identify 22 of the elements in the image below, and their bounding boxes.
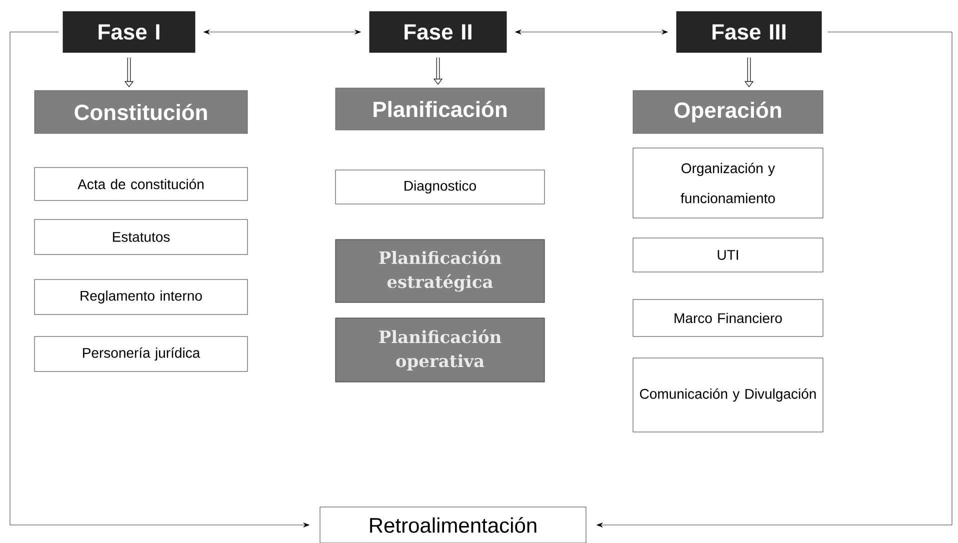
section-box: Planificación: [335, 88, 545, 130]
arrow: [10, 32, 310, 528]
item-box: Diagnostico: [335, 170, 545, 204]
arrow: [596, 32, 952, 528]
phase-box: Fase I: [62, 11, 196, 53]
feedback-box: Retroalimentación: [320, 506, 586, 543]
item-box: Acta de constitución: [34, 167, 248, 201]
item-box: Marco Financiero: [632, 299, 824, 337]
section-box: Planificación operativa: [335, 318, 545, 382]
item-box: Reglamento interno: [34, 279, 248, 315]
section-box: Planificación estratégica: [335, 239, 545, 303]
arrow: [204, 30, 361, 34]
phase-box: Fase II: [369, 11, 507, 53]
item-box: Comunicación y Divulgación: [632, 358, 824, 432]
item-box: Organización y funcionamiento: [632, 148, 824, 218]
section-box: Constitución: [34, 90, 248, 134]
arrow: [515, 30, 668, 34]
item-box: Estatutos: [34, 219, 248, 255]
section-box: Operación: [632, 90, 824, 134]
item-box: UTI: [632, 238, 824, 272]
item-box: Personería jurídica: [34, 336, 248, 372]
phase-box: Fase III: [676, 11, 822, 53]
